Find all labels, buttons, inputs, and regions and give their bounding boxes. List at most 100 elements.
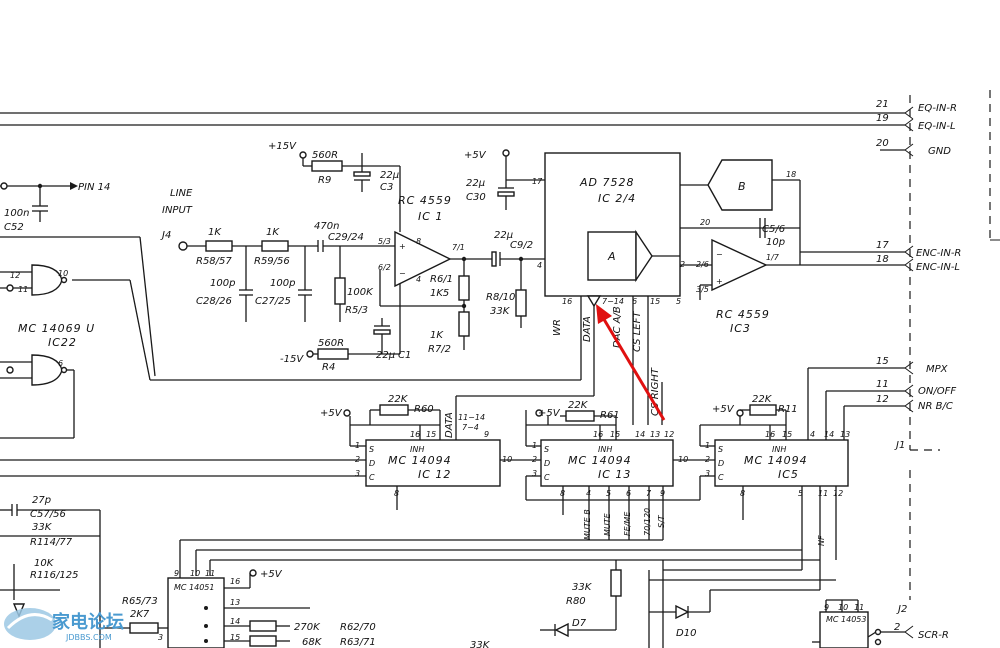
svg-text:21: 21 bbox=[876, 99, 889, 110]
shift-register-ic13: S D C INH MC 14094 IC 13 1 2 3 8 4 5 6 7… bbox=[525, 400, 715, 515]
shift-register-ic5: S D C INH MC 14094 IC5 1 2 3 8 5 11 12 1… bbox=[649, 368, 850, 590]
svg-text:C9/2: C9/2 bbox=[510, 240, 533, 251]
svg-text:19: 19 bbox=[876, 113, 889, 124]
svg-text:6: 6 bbox=[632, 297, 637, 306]
svg-text:MC 14051: MC 14051 bbox=[174, 583, 214, 592]
svg-text:D7: D7 bbox=[572, 618, 587, 629]
svg-text:MPX: MPX bbox=[926, 364, 949, 375]
svg-text:+5V: +5V bbox=[260, 569, 283, 580]
resistor-r60 bbox=[379, 404, 409, 416]
jack-j4-label: J4 bbox=[160, 230, 171, 241]
svg-text:R116/125: R116/125 bbox=[30, 570, 79, 581]
svg-text:C29/24: C29/24 bbox=[328, 232, 364, 243]
svg-text:20: 20 bbox=[876, 138, 889, 149]
svg-text:R6/1: R6/1 bbox=[430, 274, 453, 285]
resistor-r4 bbox=[317, 348, 349, 360]
svg-text:1K: 1K bbox=[266, 227, 280, 238]
svg-text:R7/2: R7/2 bbox=[428, 344, 451, 355]
svg-text:15: 15 bbox=[650, 297, 660, 306]
watermark-site: JDBBS.COM bbox=[65, 633, 112, 642]
supply-m15: -15V 560R R4 22µ C1 bbox=[280, 276, 411, 373]
svg-text:CS LEFT: CS LEFT bbox=[632, 311, 643, 352]
svg-text:IC 2/4: IC 2/4 bbox=[598, 192, 636, 205]
svg-text:12: 12 bbox=[876, 394, 889, 405]
svg-text:5: 5 bbox=[798, 489, 803, 498]
svg-text:C57/56: C57/56 bbox=[30, 509, 66, 520]
svg-text:C30: C30 bbox=[466, 192, 486, 203]
connector-j1-name: J1 bbox=[894, 440, 905, 451]
svg-text:16: 16 bbox=[410, 430, 420, 439]
svg-text:2: 2 bbox=[532, 455, 537, 464]
svg-text:14: 14 bbox=[635, 430, 645, 439]
svg-text:11: 11 bbox=[818, 489, 828, 498]
svg-text:MC 14094: MC 14094 bbox=[568, 454, 632, 467]
svg-text:C3: C3 bbox=[380, 182, 393, 193]
svg-text:R59/56: R59/56 bbox=[254, 256, 290, 267]
svg-text:560R: 560R bbox=[312, 150, 338, 161]
connector-pin-on-off: 11 ON/OFF bbox=[826, 379, 956, 398]
svg-text:IC5: IC5 bbox=[778, 468, 799, 481]
svg-text:7−14: 7−14 bbox=[602, 297, 624, 306]
dac-block-b bbox=[707, 159, 773, 211]
svg-text:C1: C1 bbox=[398, 350, 411, 361]
svg-text:27p: 27p bbox=[32, 495, 51, 506]
opamp-ic3: 20 C5/6 10p − + 2/6 3/5 2 1/7 RC 4559 IC… bbox=[680, 180, 801, 335]
svg-text:15: 15 bbox=[876, 356, 889, 367]
svg-text:100K: 100K bbox=[347, 287, 374, 298]
svg-text:20: 20 bbox=[700, 218, 710, 227]
svg-text:7−4: 7−4 bbox=[462, 423, 479, 432]
svg-text:1K: 1K bbox=[208, 227, 222, 238]
svg-text:5/3: 5/3 bbox=[378, 237, 391, 246]
svg-text:270K: 270K bbox=[294, 622, 321, 633]
svg-text:WR: WR bbox=[552, 319, 563, 336]
svg-text:15: 15 bbox=[782, 430, 792, 439]
svg-text:RC 4559: RC 4559 bbox=[398, 194, 452, 207]
svg-text:EQ-IN-L: EQ-IN-L bbox=[918, 121, 956, 132]
svg-text:15: 15 bbox=[230, 633, 240, 642]
bottom-left-passives: 27p C57/56 33K R114/77 10K R116/125 bbox=[0, 495, 100, 618]
red-arrow-annotation bbox=[596, 304, 666, 421]
svg-text:22K: 22K bbox=[568, 400, 589, 411]
resistor-r11 bbox=[749, 404, 777, 416]
svg-text:560R: 560R bbox=[318, 338, 344, 349]
svg-text:2: 2 bbox=[705, 455, 710, 464]
svg-text:1/7: 1/7 bbox=[766, 253, 780, 262]
svg-text:IC3: IC3 bbox=[730, 322, 751, 335]
svg-text:11: 11 bbox=[876, 379, 889, 390]
svg-text:C52: C52 bbox=[4, 222, 24, 233]
svg-text:IC 13: IC 13 bbox=[598, 468, 631, 481]
svg-text:−: − bbox=[716, 250, 723, 259]
resistor-r58 bbox=[205, 240, 233, 252]
svg-text:3: 3 bbox=[355, 469, 360, 478]
connector-pin-nr-bc: 12 NR B/C bbox=[844, 394, 953, 413]
svg-text:-15V: -15V bbox=[280, 354, 304, 365]
connector-pin-eq-in-r: 21 EQ-IN-R bbox=[876, 99, 957, 120]
svg-text:+: + bbox=[716, 277, 723, 286]
svg-text:6: 6 bbox=[58, 359, 63, 368]
svg-text:NF: NF bbox=[817, 535, 826, 546]
svg-text:12: 12 bbox=[833, 489, 843, 498]
svg-text:13: 13 bbox=[840, 430, 850, 439]
svg-text:33K: 33K bbox=[490, 306, 511, 317]
svg-text:15: 15 bbox=[610, 430, 620, 439]
coupling-c9: 22µ C9/2 R8/10 33K bbox=[486, 230, 545, 328]
svg-text:11: 11 bbox=[854, 603, 864, 612]
svg-text:R11: R11 bbox=[778, 404, 798, 415]
svg-text:11: 11 bbox=[205, 569, 215, 578]
svg-text:INH: INH bbox=[410, 445, 424, 454]
svg-text:R58/57: R58/57 bbox=[196, 256, 232, 267]
resistor-r65 bbox=[129, 622, 159, 634]
resistor-r61 bbox=[565, 410, 595, 422]
connector-pin-enc-in-l: 18 ENC-IN-L bbox=[765, 254, 960, 273]
resistor-r5 bbox=[334, 277, 346, 305]
connector-pin-eq-in-l: 19 EQ-IN-L bbox=[876, 113, 956, 132]
svg-text:C28/26: C28/26 bbox=[196, 296, 232, 307]
svg-text:S: S bbox=[718, 445, 723, 454]
svg-text:INH: INH bbox=[598, 445, 612, 454]
resistor-r59 bbox=[261, 240, 289, 252]
svg-text:MC 14053: MC 14053 bbox=[826, 615, 866, 624]
diode-d7 bbox=[554, 622, 569, 638]
connector-pin-mpx: 15 MPX bbox=[808, 356, 949, 375]
svg-text:C5/6: C5/6 bbox=[762, 224, 785, 235]
